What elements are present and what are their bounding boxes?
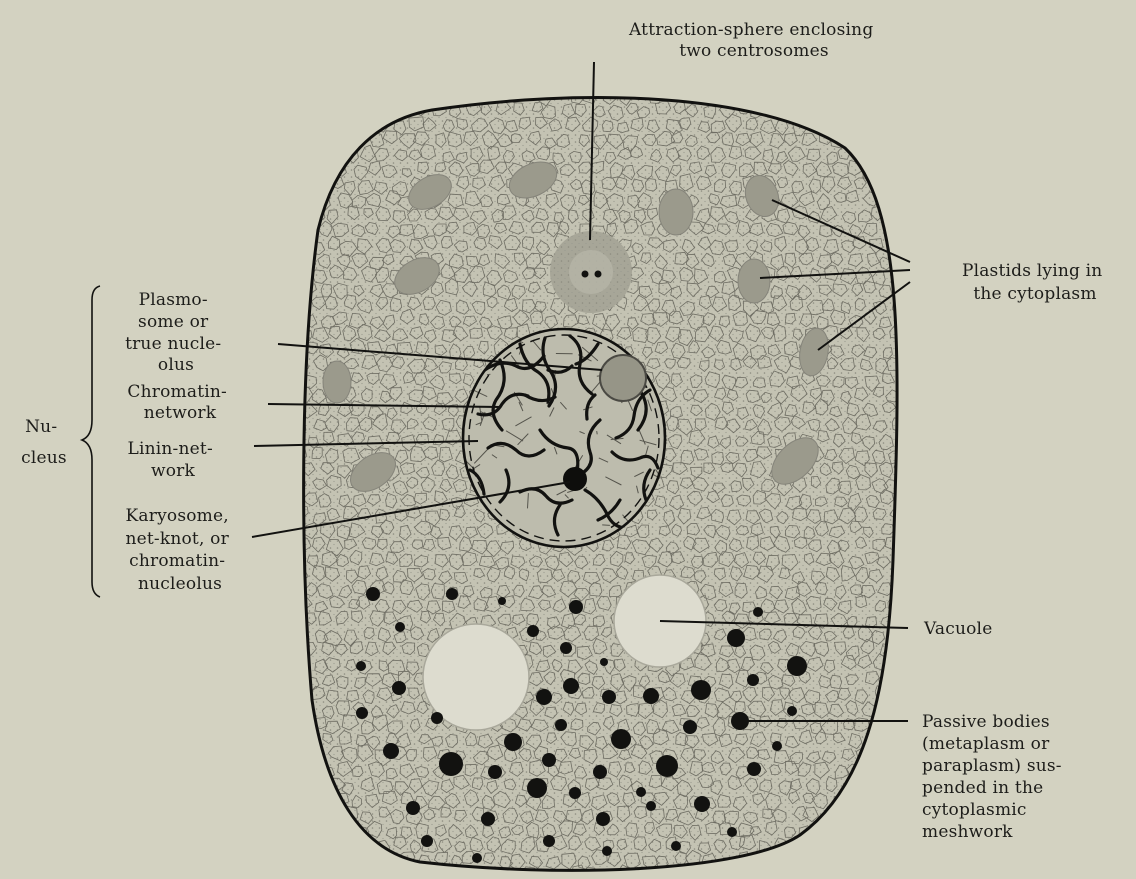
label-chromatin-network: Chromatin- network [127,382,232,423]
passive-body [504,733,522,751]
passive-body [488,765,502,779]
passive-body [727,629,745,647]
karyosome [563,467,587,491]
passive-body [727,827,737,837]
passive-body [643,688,659,704]
passive-body [772,741,782,751]
passive-body [747,762,761,776]
passive-body [536,689,552,705]
passive-body [356,661,366,671]
passive-body [421,835,433,847]
passive-body [542,753,556,767]
passive-body [611,729,631,749]
passive-body [563,678,579,694]
passive-body [527,778,547,798]
passive-body [392,681,406,695]
passive-body [753,607,763,617]
passive-body [498,597,506,605]
passive-body [527,625,539,637]
passive-body [646,801,656,811]
centrosome [595,271,602,278]
label-attraction-sphere: Attraction-sphere enclosing two centroso… [628,20,879,61]
nucleus-brace [82,286,100,597]
passive-body [439,752,463,776]
passive-body [747,674,759,686]
passive-body [602,690,616,704]
plasmosome [600,355,646,401]
passive-body [683,720,697,734]
centrosome [582,271,589,278]
label-karyosome: Karyosome, net-knot, or chromatin- nucle… [125,506,234,594]
attraction-sphere [550,231,632,313]
label-linin-network: Linin-net- work [128,439,219,481]
plastid [738,259,770,303]
passive-body [569,600,583,614]
passive-body [656,755,678,777]
passive-body [596,812,610,826]
passive-body [671,841,681,851]
passive-body [472,853,482,863]
passive-body [600,658,608,666]
passive-body [366,587,380,601]
label-nucleus: Nu- cleus [21,417,67,468]
label-plastids: Plastids lying in the cytoplasm [962,261,1108,304]
passive-body [593,765,607,779]
plastid [323,361,351,403]
passive-body [555,719,567,731]
passive-body [691,680,711,700]
passive-body [431,712,443,724]
passive-body [694,796,710,812]
plastid [659,189,693,235]
passive-body [787,656,807,676]
label-passive-bodies: Passive bodies (metaplasm or paraplasm) … [922,712,1067,842]
passive-body [602,846,612,856]
passive-body [406,801,420,815]
passive-body [395,622,405,632]
label-plasmosome: Plasmo- some or true nucle- olus [125,290,227,375]
passive-body [569,787,581,799]
passive-body [356,707,368,719]
passive-body [560,642,572,654]
passive-body [383,743,399,759]
passive-body [787,706,797,716]
passive-body [446,588,458,600]
passive-body [636,787,646,797]
label-vacuole: Vacuole [923,619,992,639]
passive-body [481,812,495,826]
passive-body [543,835,555,847]
